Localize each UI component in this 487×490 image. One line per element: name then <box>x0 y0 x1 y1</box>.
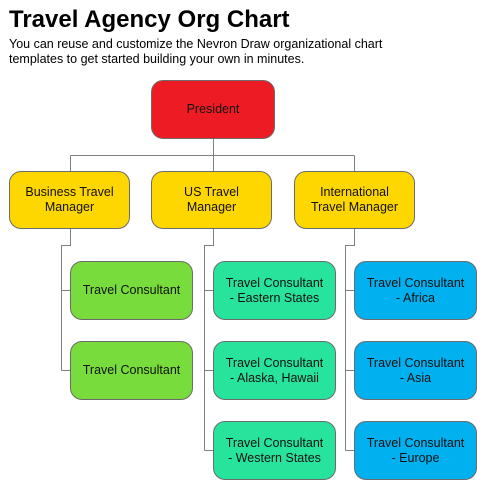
node-label-line2: Manager <box>44 200 95 214</box>
node-label-line1: Travel Consultant <box>366 355 465 370</box>
connector-business-down <box>61 229 71 371</box>
president-node[interactable]: President <box>151 80 275 139</box>
connector-international-down <box>345 229 355 451</box>
page-subtitle: You can reuse and customize the Nevron D… <box>9 37 479 67</box>
node-label-line2: Manager <box>186 200 237 214</box>
node-label-line1: Travel Consultant <box>366 435 465 450</box>
international-travel-manager-node[interactable]: International Travel Manager <box>294 171 415 229</box>
node-label-line2: - Africa <box>396 290 435 305</box>
subtitle-line-1: You can reuse and customize the Nevron D… <box>9 37 383 51</box>
page-title: Travel Agency Org Chart <box>9 6 290 33</box>
node-label-line1: Business Travel <box>25 185 114 199</box>
business-consultant-node-2[interactable]: Travel Consultant <box>70 341 193 400</box>
node-label-line1: Travel Consultant <box>82 283 181 297</box>
node-label-line1: US Travel <box>184 185 239 199</box>
node-label-line2: - Western States <box>228 450 321 465</box>
node-label-line2: Travel Manager <box>310 200 399 214</box>
node-label-line1: International <box>320 185 389 199</box>
subtitle-line-2: templates to get started building your o… <box>9 52 305 66</box>
node-label-line1: Travel Consultant <box>366 275 465 290</box>
node-label-line1: Travel Consultant <box>225 355 324 370</box>
node-label-line1: Travel Consultant <box>225 435 324 450</box>
connector-us-down <box>204 229 214 451</box>
node-label-line2: - Asia <box>399 370 432 385</box>
international-consultant-europe-node[interactable]: Travel Consultant - Europe <box>354 421 477 480</box>
international-consultant-asia-node[interactable]: Travel Consultant - Asia <box>354 341 477 400</box>
business-travel-manager-node[interactable]: Business Travel Manager <box>9 171 130 229</box>
node-label-line1: Travel Consultant <box>225 275 324 290</box>
us-consultant-western-node[interactable]: Travel Consultant - Western States <box>213 421 336 480</box>
international-consultant-africa-node[interactable]: Travel Consultant - Africa <box>354 261 477 320</box>
us-travel-manager-node[interactable]: US Travel Manager <box>151 171 272 229</box>
us-consultant-eastern-node[interactable]: Travel Consultant - Eastern States <box>213 261 336 320</box>
business-consultant-node-1[interactable]: Travel Consultant <box>70 261 193 320</box>
us-consultant-alaska-hawaii-node[interactable]: Travel Consultant - Alaska, Hawaii <box>213 341 336 400</box>
node-label-line2: - Eastern States <box>229 290 320 305</box>
president-label: President <box>186 102 240 116</box>
node-label-line2: - Alaska, Hawaii <box>230 370 319 385</box>
node-label-line2: - Europe <box>391 450 440 465</box>
node-label-line1: Travel Consultant <box>82 363 181 377</box>
